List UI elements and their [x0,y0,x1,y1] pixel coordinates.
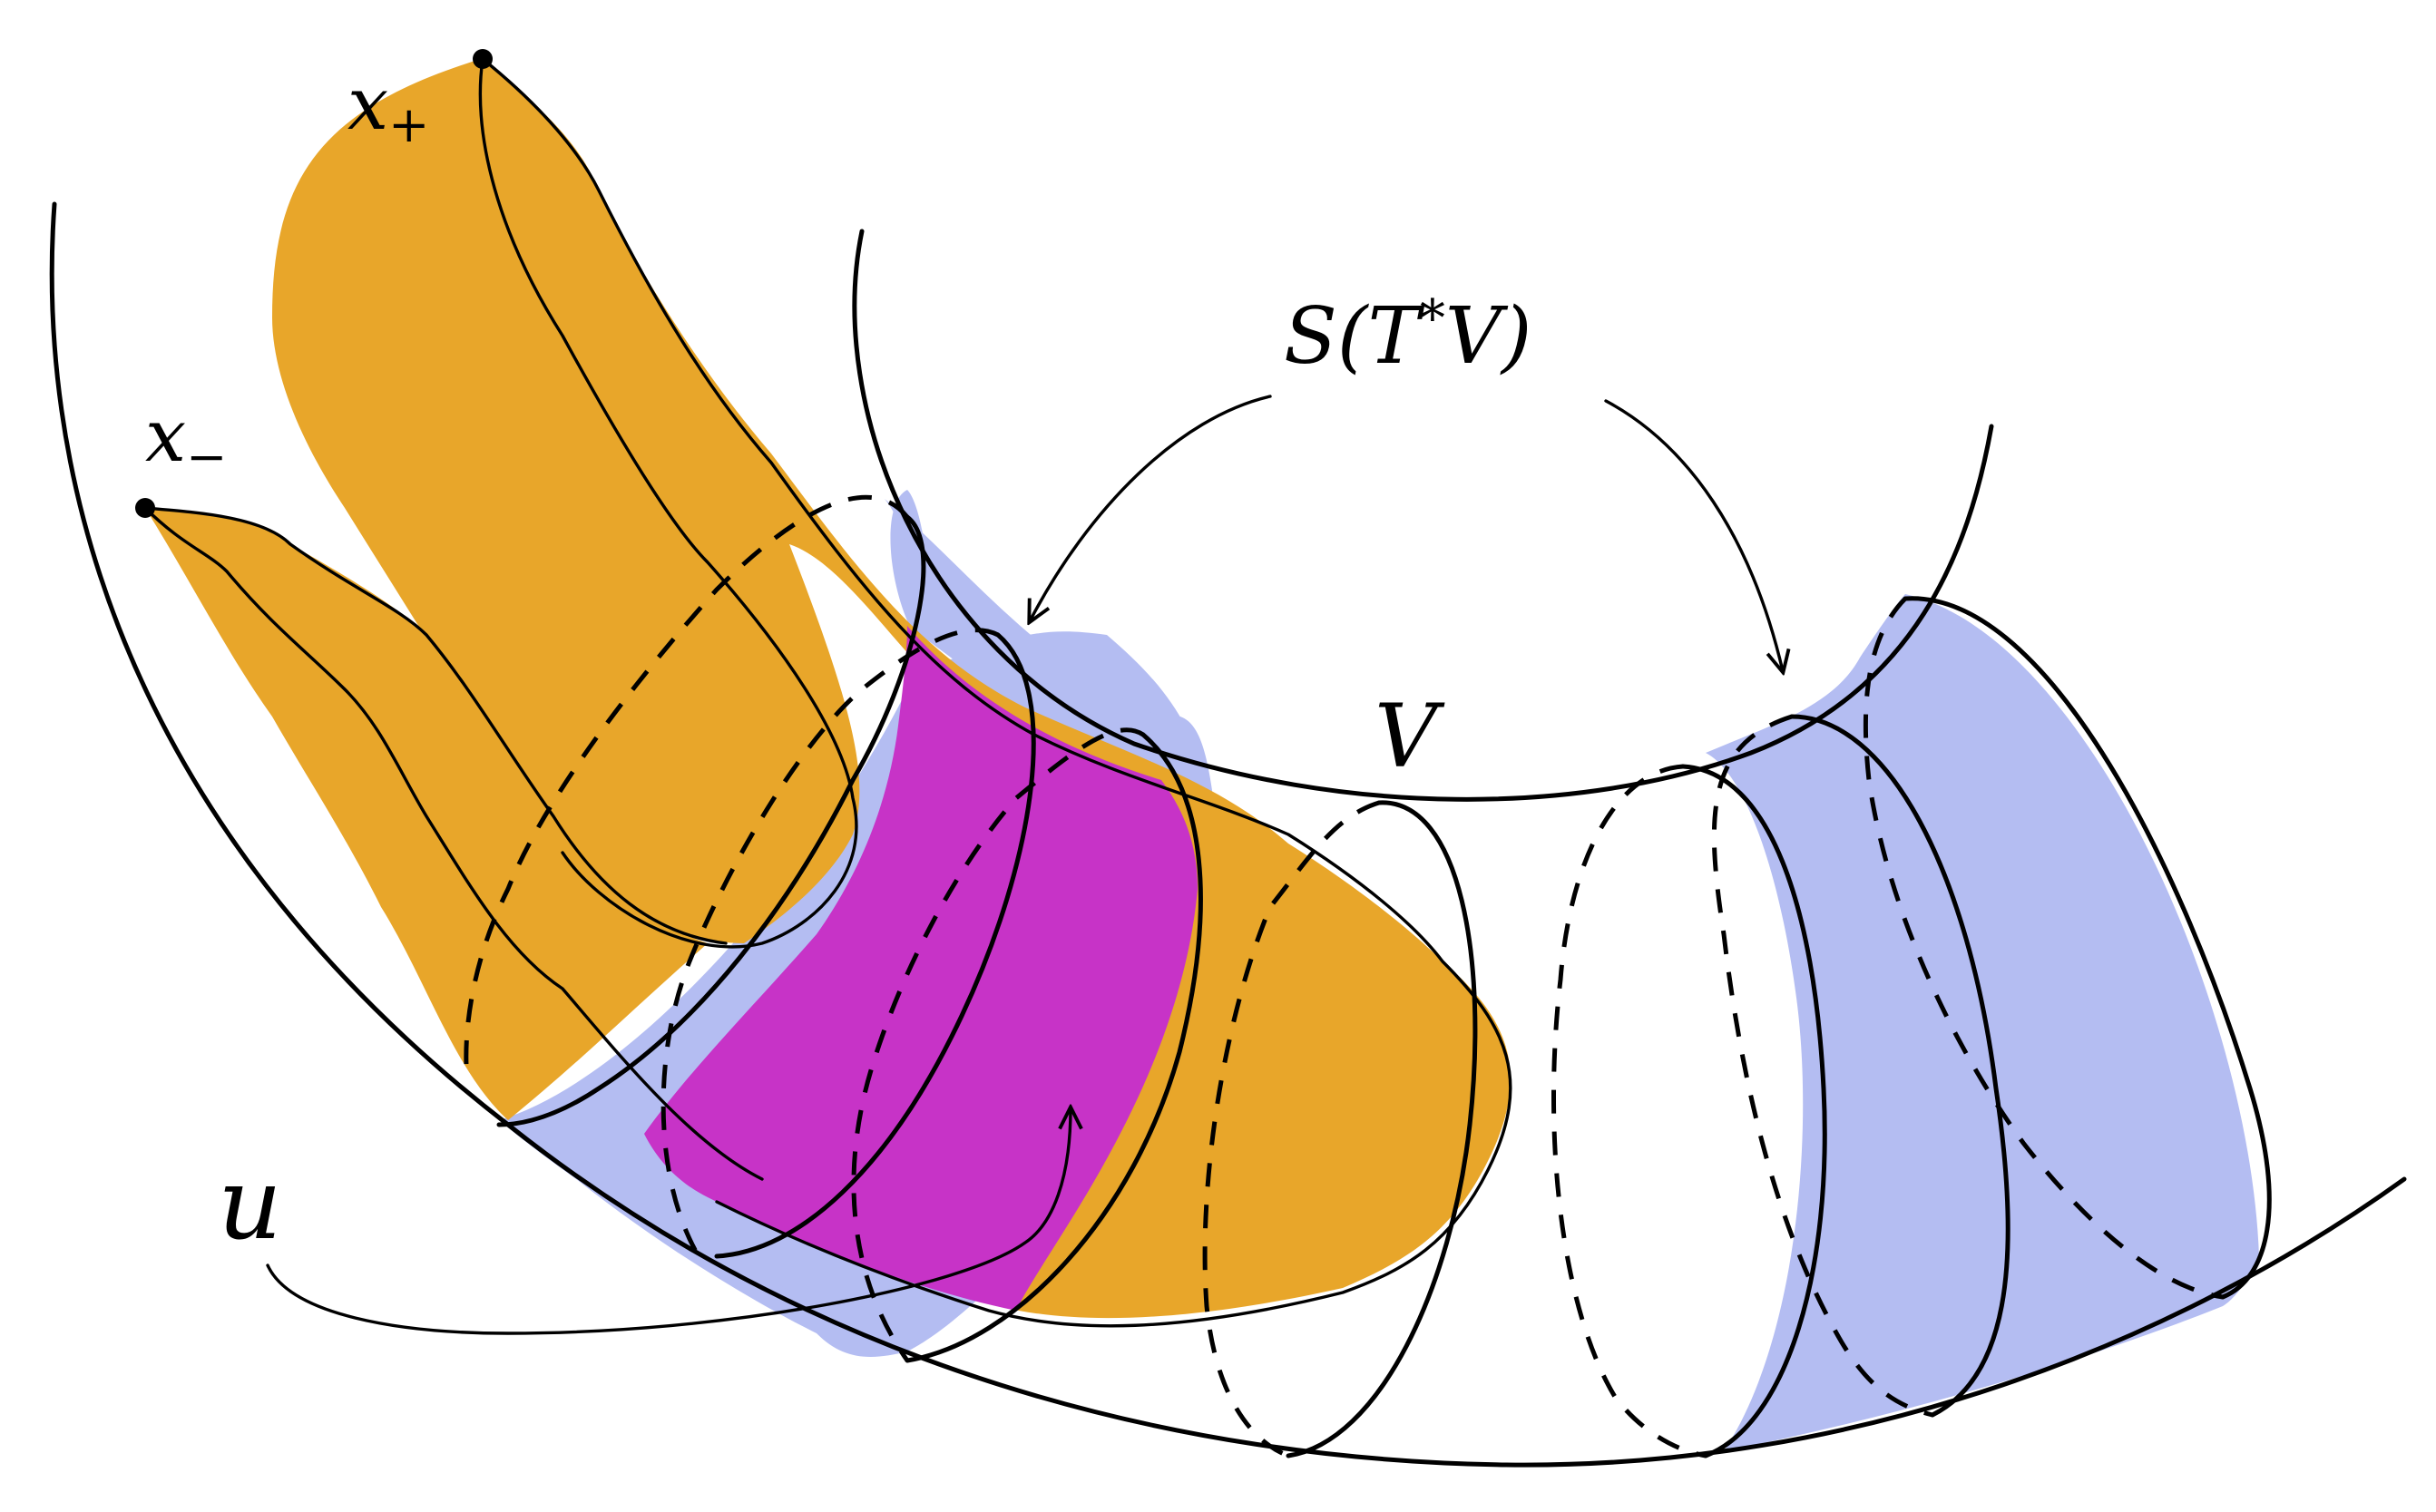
label-x-plus: x+ [347,62,429,153]
tube-ring-4-back [1202,800,1380,1458]
tube-ring-7-front [1903,596,2272,1300]
orange-strip-upper-outline [481,57,1512,1328]
magenta-ribbon [644,626,1198,1311]
stv-arrow-right [1604,399,1783,671]
tube-ring-3-back [851,727,1145,1362]
label-v: V [1375,686,1445,787]
tube-ring-1-back [464,494,909,1080]
tube-ring-4-front [1286,800,1478,1458]
tube-ring-1-front [496,514,926,1127]
orange-strip-lower-outline [143,506,728,945]
x-plus-point [473,49,493,69]
orange-strip-upper [272,59,1511,1319]
tube-ring-3-front [905,732,1203,1363]
tube-ring-7-back [1863,597,2224,1300]
label-stv-prefix: S(T [1284,291,1424,382]
tube-ring-2-back [660,628,1000,1258]
outer-boundary-arc [49,201,2407,1468]
tube-ring-5-back [1551,764,1707,1458]
label-x-minus-sub: − [186,428,227,485]
label-stv-suffix: V) [1445,291,1532,382]
tube-ring-2-front [714,632,1036,1259]
lavender-tube-bottom [508,1120,907,1357]
label-x-minus: x− [145,394,227,485]
x-minus-point [135,498,155,518]
tube-ring-5-front [1680,764,1827,1458]
label-stv-sup: * [1420,289,1445,348]
lavender-tube-top [885,499,1216,816]
label-u: u [218,1146,282,1262]
label-x-plus-sub: + [388,96,429,153]
inner-boundary-arc [852,229,1994,802]
stv-arrow-left [1030,395,1272,621]
orange-strip-lower-inner-edge [143,506,764,1181]
tube-ring-6-front [1789,714,2010,1418]
label-x-plus-base: x [347,62,388,146]
lavender-tube-right [1706,594,2259,1451]
tube-ring-6-back [1711,714,1933,1418]
u-arrow [266,1108,1071,1335]
label-x-minus-base: x [145,394,186,478]
label-stv: S(T*V) [1284,289,1532,382]
orange-strip-upper-inner-edge [478,57,858,949]
